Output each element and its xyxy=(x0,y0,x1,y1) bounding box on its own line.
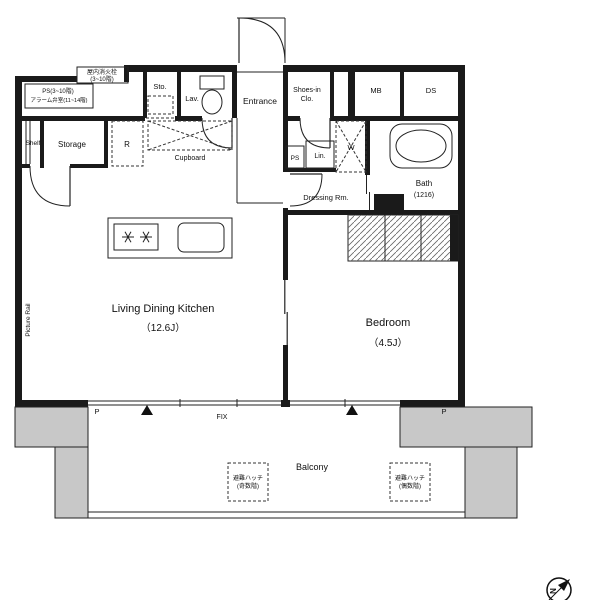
ps-alarm-label-1: PS(3~10階) xyxy=(42,87,74,95)
hatch-odd-label-1: 避難ハッチ xyxy=(233,474,263,482)
window-marker-triangle-right xyxy=(346,405,358,415)
lavatory: Lav. xyxy=(185,75,233,149)
bath-vanity xyxy=(374,194,404,211)
bedroom-closet xyxy=(347,214,459,262)
stove-burner-icon xyxy=(122,231,152,243)
mb-label: MB xyxy=(370,86,381,95)
fire-hydrant-label-2: (3~10階) xyxy=(90,75,114,83)
window-marker-triangle-left xyxy=(141,405,153,415)
top-row-walls xyxy=(15,65,465,121)
compass: N xyxy=(546,577,572,600)
entrance-door xyxy=(237,17,286,73)
bathroom: Bath (1216) xyxy=(366,123,453,211)
fridge-label: R xyxy=(124,140,130,149)
washer-space: W xyxy=(335,120,367,173)
fire-hydrant-box: 屋内消火栓 (3~10階) xyxy=(76,66,129,84)
lav-label: Lav. xyxy=(185,94,199,103)
bedroom-size-label: （4.5J） xyxy=(369,337,408,349)
fix-label: FIX xyxy=(217,414,228,421)
bathtub-icon xyxy=(389,123,453,169)
balcony: FIX P P Balcony 避難ハッチ (奇数階) 避難ハッチ (偶数階) xyxy=(14,405,533,519)
hatch-odd-label-2: (奇数階) xyxy=(237,482,259,490)
linen-closet: Lin. xyxy=(305,140,335,169)
ps-alarm-box: PS(3~10階) アラーム弁室(11~14階) xyxy=(24,83,94,109)
hatch-even-label-1: 避難ハッチ xyxy=(395,474,425,482)
kitchen-counter xyxy=(107,217,233,259)
sink-icon xyxy=(177,222,225,253)
balcony-pillars xyxy=(14,406,533,519)
bedroom-label: Bedroom xyxy=(366,317,411,329)
ds-label: DS xyxy=(426,86,436,95)
storage-top: Sto. xyxy=(146,82,174,119)
south-windows xyxy=(88,399,400,407)
shelf-label: Shelf xyxy=(26,140,41,147)
storage-room: Storage xyxy=(29,140,87,207)
fire-hydrant-label-1: 屋内消火栓 xyxy=(87,68,117,76)
shelf-nook: Shelf xyxy=(25,121,41,164)
compass-north-label: N xyxy=(548,588,557,594)
shoes-label-2: Clo. xyxy=(301,96,314,103)
evacuation-hatch-even: 避難ハッチ (偶数階) xyxy=(389,462,431,502)
bedroom-sliding-door xyxy=(284,280,288,345)
closet-end-cap xyxy=(450,215,458,261)
ps-shaft: PS xyxy=(285,145,305,169)
pillar-label-right: P xyxy=(441,407,446,416)
storage-label: Storage xyxy=(58,140,87,149)
ldk-label: Living Dining Kitchen xyxy=(112,303,215,315)
shoes-label-1: Shoes-in xyxy=(293,87,321,94)
bath-label-2: (1216) xyxy=(414,192,434,199)
north-arrow-icon xyxy=(558,579,570,591)
washer-label: W xyxy=(347,143,355,152)
linen-label: Lin. xyxy=(314,153,325,160)
pillar-label-left: P xyxy=(94,407,99,416)
balcony-label: Balcony xyxy=(296,462,329,472)
evacuation-hatch-odd: 避難ハッチ (奇数階) xyxy=(227,462,269,502)
bath-label-1: Bath xyxy=(416,179,432,188)
ldk-size-label: （12.6J） xyxy=(141,322,185,334)
entrance-label: Entrance xyxy=(243,96,277,106)
sto-top-label: Sto. xyxy=(153,82,166,91)
hatch-even-label-2: (偶数階) xyxy=(399,482,421,490)
interior-walls xyxy=(22,116,465,400)
ps-label: PS xyxy=(291,155,300,162)
dressing-room: Dressing Rm. xyxy=(289,173,349,207)
entrance-hall: Entrance xyxy=(236,96,283,204)
ps-alarm-label-2: アラーム弁室(11~14階) xyxy=(30,96,87,104)
fridge-space: R xyxy=(111,120,144,167)
picture-rail-label: Picture Rail xyxy=(25,303,32,337)
toilet-icon xyxy=(199,75,225,115)
dressing-label: Dressing Rm. xyxy=(303,193,348,202)
cupboard-label: Cupboard xyxy=(175,155,206,162)
cupboard-space: Cupboard xyxy=(147,120,233,162)
